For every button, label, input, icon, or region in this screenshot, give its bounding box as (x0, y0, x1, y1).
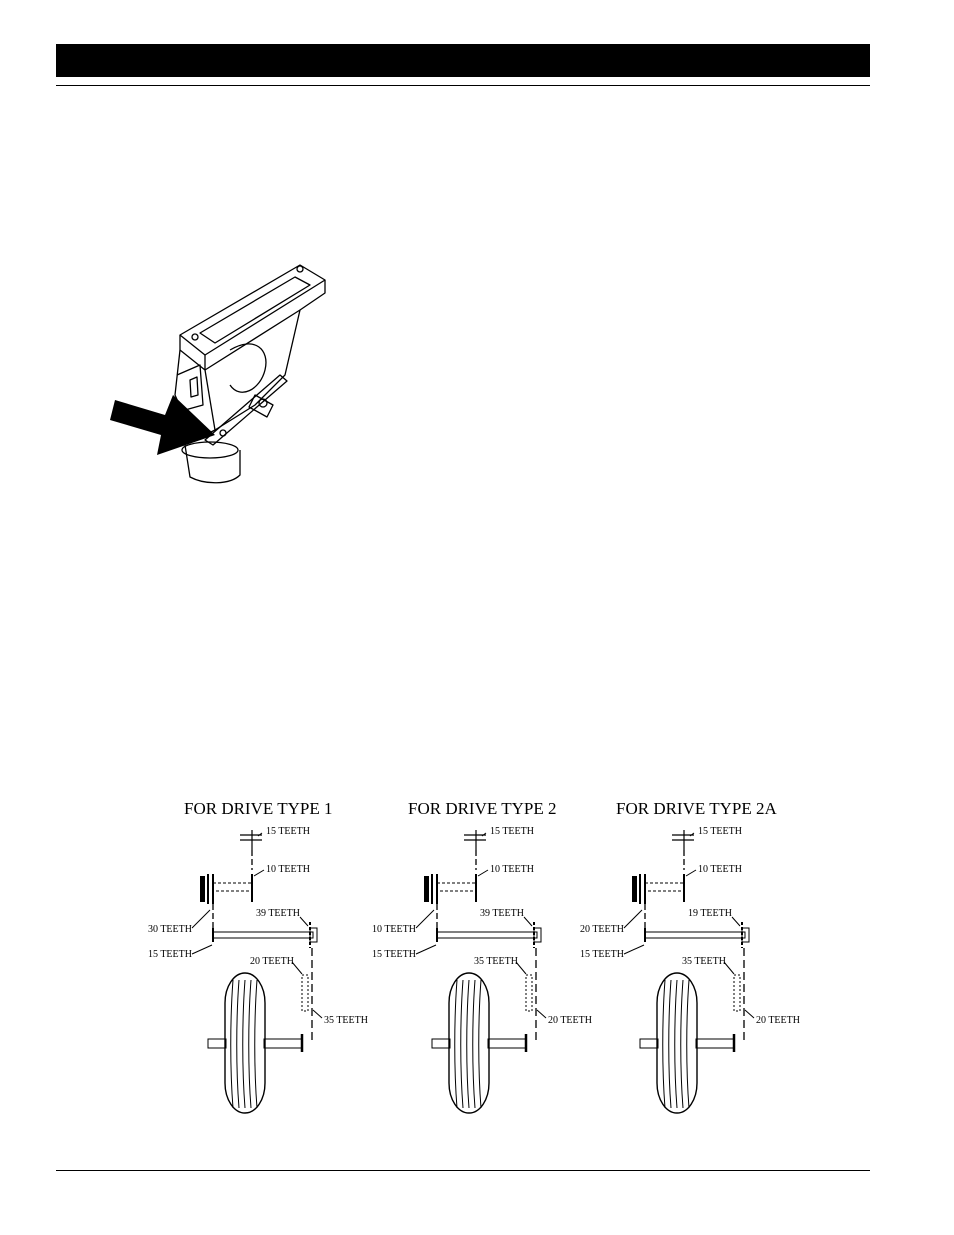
wheel-upper-label: 20 TEETH (250, 956, 294, 967)
upper-sprocket-label: 10 TEETH (490, 864, 534, 875)
drive-type-3: FOR DRIVE TYPE 2A 15 TEETH 10 TEETH 20 TEET… (580, 799, 800, 1113)
left-lower-label: 15 TEETH (148, 949, 192, 960)
wheel-upper-label: 35 TEETH (682, 956, 726, 967)
top-sprocket-label: 15 TEETH (266, 826, 310, 837)
upper-sprocket-label: 10 TEETH (698, 864, 742, 875)
hopper-illustration (105, 255, 335, 490)
wheel-upper-label: 35 TEETH (474, 956, 518, 967)
left-upper-label: 30 TEETH (148, 924, 192, 935)
drive-title: FOR DRIVE TYPE 2 (408, 799, 556, 818)
wheel-lower-label: 20 TEETH (548, 1015, 592, 1026)
wheel-lower-label: 35 TEETH (324, 1015, 368, 1026)
top-sprocket-label: 15 TEETH (698, 826, 742, 837)
header-rule (56, 85, 870, 86)
left-lower-label: 15 TEETH (372, 949, 416, 960)
header-bar (56, 44, 870, 77)
wheel-lower-label: 20 TEETH (756, 1015, 800, 1026)
top-sprocket-label: 15 TEETH (490, 826, 534, 837)
upper-sprocket-label: 10 TEETH (266, 864, 310, 875)
right-upper-label: 39 TEETH (256, 908, 300, 919)
left-upper-label: 20 TEETH (580, 924, 624, 935)
left-upper-label: 10 TEETH (372, 924, 416, 935)
right-upper-label: 19 TEETH (688, 908, 732, 919)
right-upper-label: 39 TEETH (480, 908, 524, 919)
drive-type-1: FOR DRIVE TYPE 1 15 TEETH 10 TEETH 30 TEETH… (148, 799, 368, 1113)
drive-diagrams: FOR DRIVE TYPE 1 15 TEETH 10 TEETH 30 TEETH… (140, 790, 840, 1125)
footer-rule (56, 1170, 870, 1171)
left-lower-label: 15 TEETH (580, 949, 624, 960)
drive-type-2: FOR DRIVE TYPE 2 15 TEETH 10 TEETH 10 TEETH… (372, 799, 592, 1113)
drive-title: FOR DRIVE TYPE 1 (184, 799, 332, 818)
drive-title: FOR DRIVE TYPE 2A (616, 799, 777, 818)
